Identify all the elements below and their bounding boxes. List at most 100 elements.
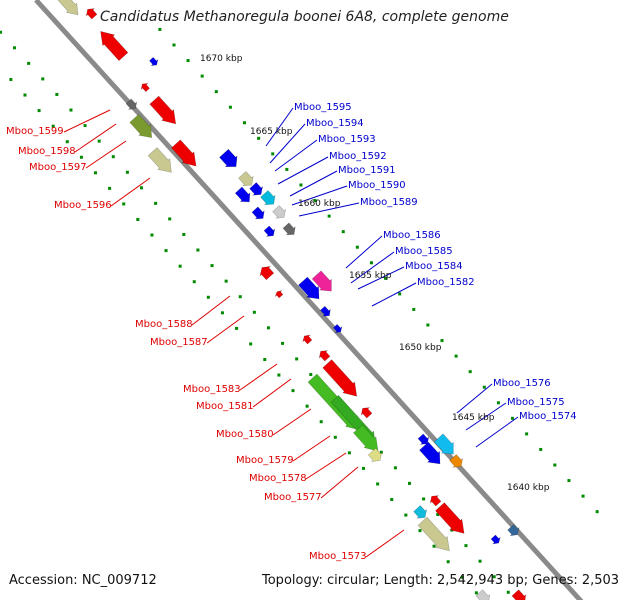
gene-label-mboo-1574[interactable]: Mboo_1574 xyxy=(519,411,577,422)
gene-label-mboo-1585[interactable]: Mboo_1585 xyxy=(395,246,453,257)
gc-dot xyxy=(369,261,373,265)
gene-label-mboo-1581[interactable]: Mboo_1581 xyxy=(196,401,254,412)
gene-arrow[interactable] xyxy=(271,204,289,222)
gene-arrow[interactable] xyxy=(148,56,160,68)
gene-arrow[interactable] xyxy=(412,504,430,522)
gc-dot xyxy=(496,401,500,405)
gene-label-mboo-1595[interactable]: Mboo_1595 xyxy=(294,102,352,113)
gene-label-mboo-1579[interactable]: Mboo_1579 xyxy=(236,455,294,466)
accession-text: Accession: NC_009712 xyxy=(9,573,157,588)
gene-arrow[interactable] xyxy=(237,170,257,190)
gene-label-mboo-1599[interactable]: Mboo_1599 xyxy=(6,126,64,137)
gc-dot xyxy=(206,295,210,299)
gene-label-mboo-1591[interactable]: Mboo_1591 xyxy=(338,165,396,176)
gene-arrow[interactable] xyxy=(139,81,151,93)
gene-arrow[interactable] xyxy=(170,139,202,172)
leader-line xyxy=(365,529,405,558)
gc-dot xyxy=(220,311,224,315)
gene-label-mboo-1589[interactable]: Mboo_1589 xyxy=(360,197,418,208)
gene-label-mboo-1594[interactable]: Mboo_1594 xyxy=(306,118,364,129)
gene-label-mboo-1588[interactable]: Mboo_1588 xyxy=(135,319,193,330)
gene-arrow[interactable] xyxy=(274,289,285,299)
gene-arrow[interactable] xyxy=(147,146,178,177)
gene-arrow[interactable] xyxy=(297,276,325,305)
gene-label-mboo-1598[interactable]: Mboo_1598 xyxy=(18,146,76,157)
topology-stats-text: Topology: circular; Length: 2,542,943 bp… xyxy=(262,573,619,588)
gene-arrow[interactable] xyxy=(428,493,443,508)
gene-arrow[interactable] xyxy=(282,222,299,239)
leader-line xyxy=(456,383,493,414)
gene-arrow[interactable] xyxy=(218,148,242,172)
gene-label-mboo-1590[interactable]: Mboo_1590 xyxy=(348,180,406,191)
gene-label-mboo-1584[interactable]: Mboo_1584 xyxy=(405,261,463,272)
gc-dot xyxy=(418,529,422,533)
gene-arrow[interactable] xyxy=(448,453,466,471)
gene-arrow[interactable] xyxy=(57,0,83,20)
gene-arrow[interactable] xyxy=(84,6,99,21)
gene-arrow[interactable] xyxy=(352,424,384,457)
leader-line xyxy=(252,378,292,408)
gene-label-mboo-1580[interactable]: Mboo_1580 xyxy=(216,429,274,440)
tick-label-1660: 1660 kbp xyxy=(298,199,341,209)
gene-arrow[interactable] xyxy=(317,348,332,363)
gc-dot xyxy=(178,264,182,268)
gc-dot xyxy=(384,276,388,280)
gene-arrow[interactable] xyxy=(474,588,493,600)
gene-arrow[interactable] xyxy=(359,405,374,420)
gc-dot xyxy=(390,498,394,502)
gc-dot xyxy=(319,420,323,424)
gene-arrow[interactable] xyxy=(367,447,385,465)
gene-arrow[interactable] xyxy=(148,95,181,129)
gc-dot xyxy=(362,466,366,470)
gene-arrow[interactable] xyxy=(311,269,338,296)
gene-arrow[interactable] xyxy=(418,441,446,470)
gene-arrow[interactable] xyxy=(319,305,333,319)
gene-arrow[interactable] xyxy=(248,181,266,199)
gene-label-mboo-1577[interactable]: Mboo_1577 xyxy=(264,492,322,503)
gene-label-mboo-1576[interactable]: Mboo_1576 xyxy=(493,378,551,389)
gene-arrow[interactable] xyxy=(263,225,278,240)
gc-dot xyxy=(200,74,204,78)
gene-arrow[interactable] xyxy=(417,516,456,556)
gene-label-mboo-1587[interactable]: Mboo_1587 xyxy=(150,337,208,348)
gene-arrow[interactable] xyxy=(234,186,254,207)
gc-dot-tracks xyxy=(0,27,599,595)
gene-label-mboo-1578[interactable]: Mboo_1578 xyxy=(249,473,307,484)
gene-arrow[interactable] xyxy=(321,358,362,401)
gene-arrow[interactable] xyxy=(506,523,522,538)
gene-arrow[interactable] xyxy=(510,588,529,600)
gene-arrow[interactable] xyxy=(128,113,157,143)
leader-line xyxy=(291,185,348,206)
gc-dot xyxy=(511,416,515,420)
gc-dot xyxy=(41,77,45,81)
gene-label-mboo-1583[interactable]: Mboo_1583 xyxy=(183,384,241,395)
gene-arrow[interactable] xyxy=(301,333,314,346)
gene-arrow[interactable] xyxy=(125,98,140,113)
gene-label-mboo-1597[interactable]: Mboo_1597 xyxy=(29,162,87,173)
gc-dot xyxy=(266,326,270,330)
gene-label-mboo-1575[interactable]: Mboo_1575 xyxy=(507,397,565,408)
gene-arrow[interactable] xyxy=(417,433,432,448)
gc-dot xyxy=(182,232,186,236)
gene-label-mboo-1582[interactable]: Mboo_1582 xyxy=(417,277,475,288)
gene-label-mboo-1592[interactable]: Mboo_1592 xyxy=(329,151,387,162)
gc-dot xyxy=(341,230,345,234)
gene-arrow[interactable] xyxy=(433,432,460,459)
gc-dot xyxy=(158,27,162,31)
gc-dot xyxy=(224,279,228,283)
leader-line xyxy=(277,156,329,185)
gene-label-mboo-1596[interactable]: Mboo_1596 xyxy=(54,200,112,211)
tick-label-1655: 1655 kbp xyxy=(349,271,392,281)
gene-arrow[interactable] xyxy=(490,534,503,547)
gene-arrow[interactable] xyxy=(95,26,130,62)
gene-label-mboo-1586[interactable]: Mboo_1586 xyxy=(383,230,441,241)
gene-label-mboo-1573[interactable]: Mboo_1573 xyxy=(309,551,367,562)
gene-arrow[interactable] xyxy=(434,501,470,538)
leader-line xyxy=(320,466,359,499)
gene-arrow[interactable] xyxy=(251,206,268,223)
gene-arrow[interactable] xyxy=(257,263,275,281)
gene-arrow[interactable] xyxy=(259,189,279,209)
gene-arrow[interactable] xyxy=(332,323,344,335)
gene-label-mboo-1593[interactable]: Mboo_1593 xyxy=(318,134,376,145)
gc-dot xyxy=(214,90,218,94)
